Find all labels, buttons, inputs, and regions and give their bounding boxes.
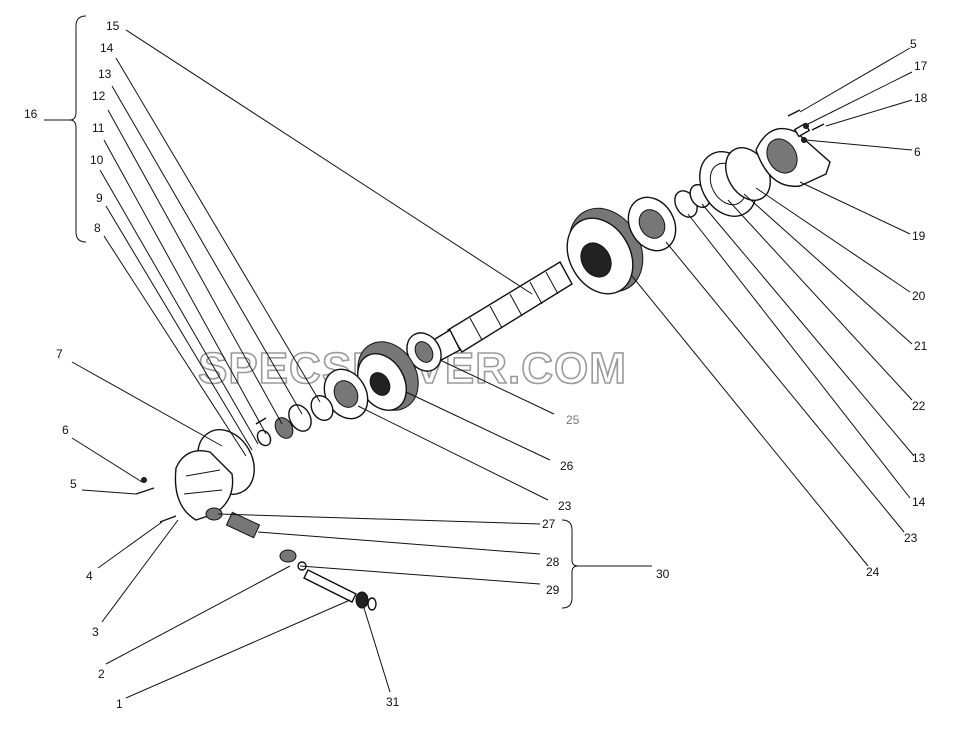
drive-gear-28 <box>225 511 261 539</box>
callout-31: 31 <box>386 695 400 709</box>
callout-4: 4 <box>86 569 93 583</box>
callout-6-left: 6 <box>62 423 69 437</box>
small-parts-left <box>255 394 334 447</box>
gear-26 <box>357 341 419 411</box>
callout-5-left: 5 <box>70 477 77 491</box>
callout-23-bottom: 23 <box>558 499 572 513</box>
callout-12: 12 <box>92 89 106 103</box>
needle-bearing-25 <box>406 332 442 372</box>
large-gear-24 <box>566 207 644 295</box>
leader-lines <box>71 29 915 699</box>
callout-27: 27 <box>542 517 556 531</box>
bracket-30 <box>561 519 579 609</box>
drive-shaft-31 <box>279 549 377 611</box>
callout-17: 17 <box>914 59 928 73</box>
callout-14-right: 14 <box>912 495 926 509</box>
callout-labels: 15 14 13 12 11 10 9 8 16 7 6 5 4 3 2 1 3… <box>24 19 928 711</box>
callout-18: 18 <box>914 91 928 105</box>
callout-10: 10 <box>90 153 104 167</box>
callout-5-right: 5 <box>910 37 917 51</box>
bolts-left <box>135 477 177 523</box>
callout-2: 2 <box>98 667 105 681</box>
callout-29: 29 <box>546 583 560 597</box>
callout-6-right: 6 <box>914 145 921 159</box>
callout-22: 22 <box>912 399 926 413</box>
housing-3 <box>174 450 234 521</box>
callout-13-right: 13 <box>912 451 926 465</box>
callout-21: 21 <box>914 339 928 353</box>
callout-26: 26 <box>560 459 574 473</box>
fasteners-right <box>787 109 825 143</box>
callout-19: 19 <box>912 229 926 243</box>
callout-14: 14 <box>100 41 114 55</box>
callout-20: 20 <box>912 289 926 303</box>
callout-15: 15 <box>106 19 120 33</box>
callout-25: 25 <box>566 413 580 427</box>
callout-13: 13 <box>98 67 112 81</box>
callout-11: 11 <box>92 121 105 135</box>
bearing-23-left <box>323 368 369 420</box>
callout-9: 9 <box>96 191 103 205</box>
callout-16: 16 <box>24 107 38 121</box>
bearing-23-right <box>627 196 677 252</box>
callout-3: 3 <box>92 625 99 639</box>
cover-plate-right <box>699 147 771 217</box>
callout-23-right: 23 <box>904 531 918 545</box>
bracket-16 <box>69 15 87 243</box>
callout-30: 30 <box>656 567 670 581</box>
housing-19 <box>755 122 831 188</box>
callout-7: 7 <box>56 347 63 361</box>
callout-28: 28 <box>546 555 560 569</box>
callout-1: 1 <box>116 697 123 711</box>
callout-8: 8 <box>94 221 101 235</box>
callout-24: 24 <box>866 565 880 579</box>
